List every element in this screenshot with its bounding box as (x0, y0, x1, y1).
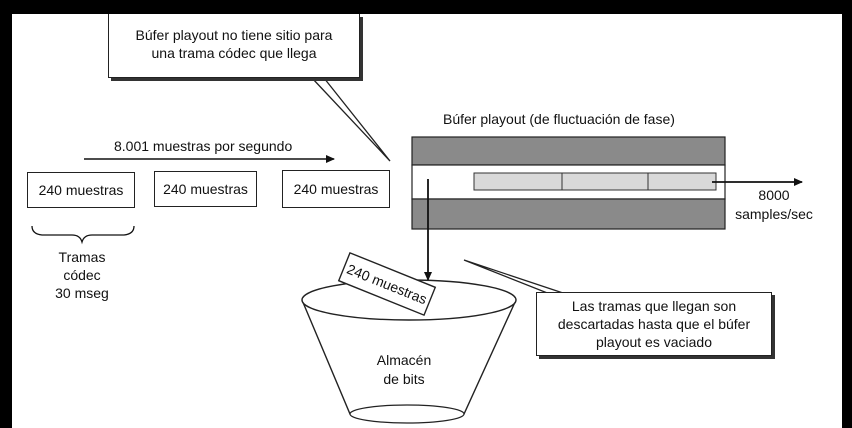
codec-frame-3: 240 muestras (282, 170, 390, 208)
buffer-slot-2 (561, 172, 649, 191)
bottom-callout-line-1: Las tramas que llegan son (571, 298, 737, 314)
output-rate-unit: samples/sec (735, 206, 813, 222)
codec-frame-2: 240 muestras (154, 171, 257, 207)
playout-buffer (411, 136, 726, 230)
output-rate-value: 8000 (758, 187, 790, 203)
buffer-title: Búfer playout (de fluctuación de fase) (443, 111, 675, 127)
top-callout-line-2: una trama códec que llega (151, 45, 317, 61)
bucket-label: Almacén de bits (364, 351, 444, 389)
buffer-slot-3 (647, 172, 717, 191)
diagram-graphics: 240 muestras (31, 77, 803, 424)
tramas-caption-line-1: Tramas (58, 249, 106, 265)
bucket-label-line-1: Almacén (376, 352, 432, 368)
diagram-page: 240 muestras Búfer playout no tiene siti… (12, 14, 842, 428)
bottom-callout-line-2: descartadas hasta que el búfer (557, 316, 751, 332)
bottom-callout: Las tramas que llegan son descartadas ha… (536, 292, 772, 356)
buffer-slot-1 (473, 172, 563, 191)
frame-bracket (31, 225, 135, 245)
tramas-caption: Tramas códec 30 mseg (46, 248, 118, 302)
top-callout: Búfer playout no tiene sitio para una tr… (108, 14, 360, 78)
tramas-caption-line-3: 30 mseg (55, 285, 109, 301)
output-rate-label: 8000 samples/sec (724, 186, 824, 224)
codec-frame-1: 240 muestras (27, 172, 135, 208)
input-rate-label: 8.001 muestras por segundo (114, 138, 293, 154)
tramas-caption-line-2: códec (63, 267, 101, 283)
bucket-label-line-2: de bits (383, 371, 425, 387)
bottom-callout-line-3: playout es vaciado (596, 334, 712, 350)
top-callout-pointer (310, 77, 391, 162)
top-callout-line-1: Búfer playout no tiene sitio para (135, 27, 333, 43)
